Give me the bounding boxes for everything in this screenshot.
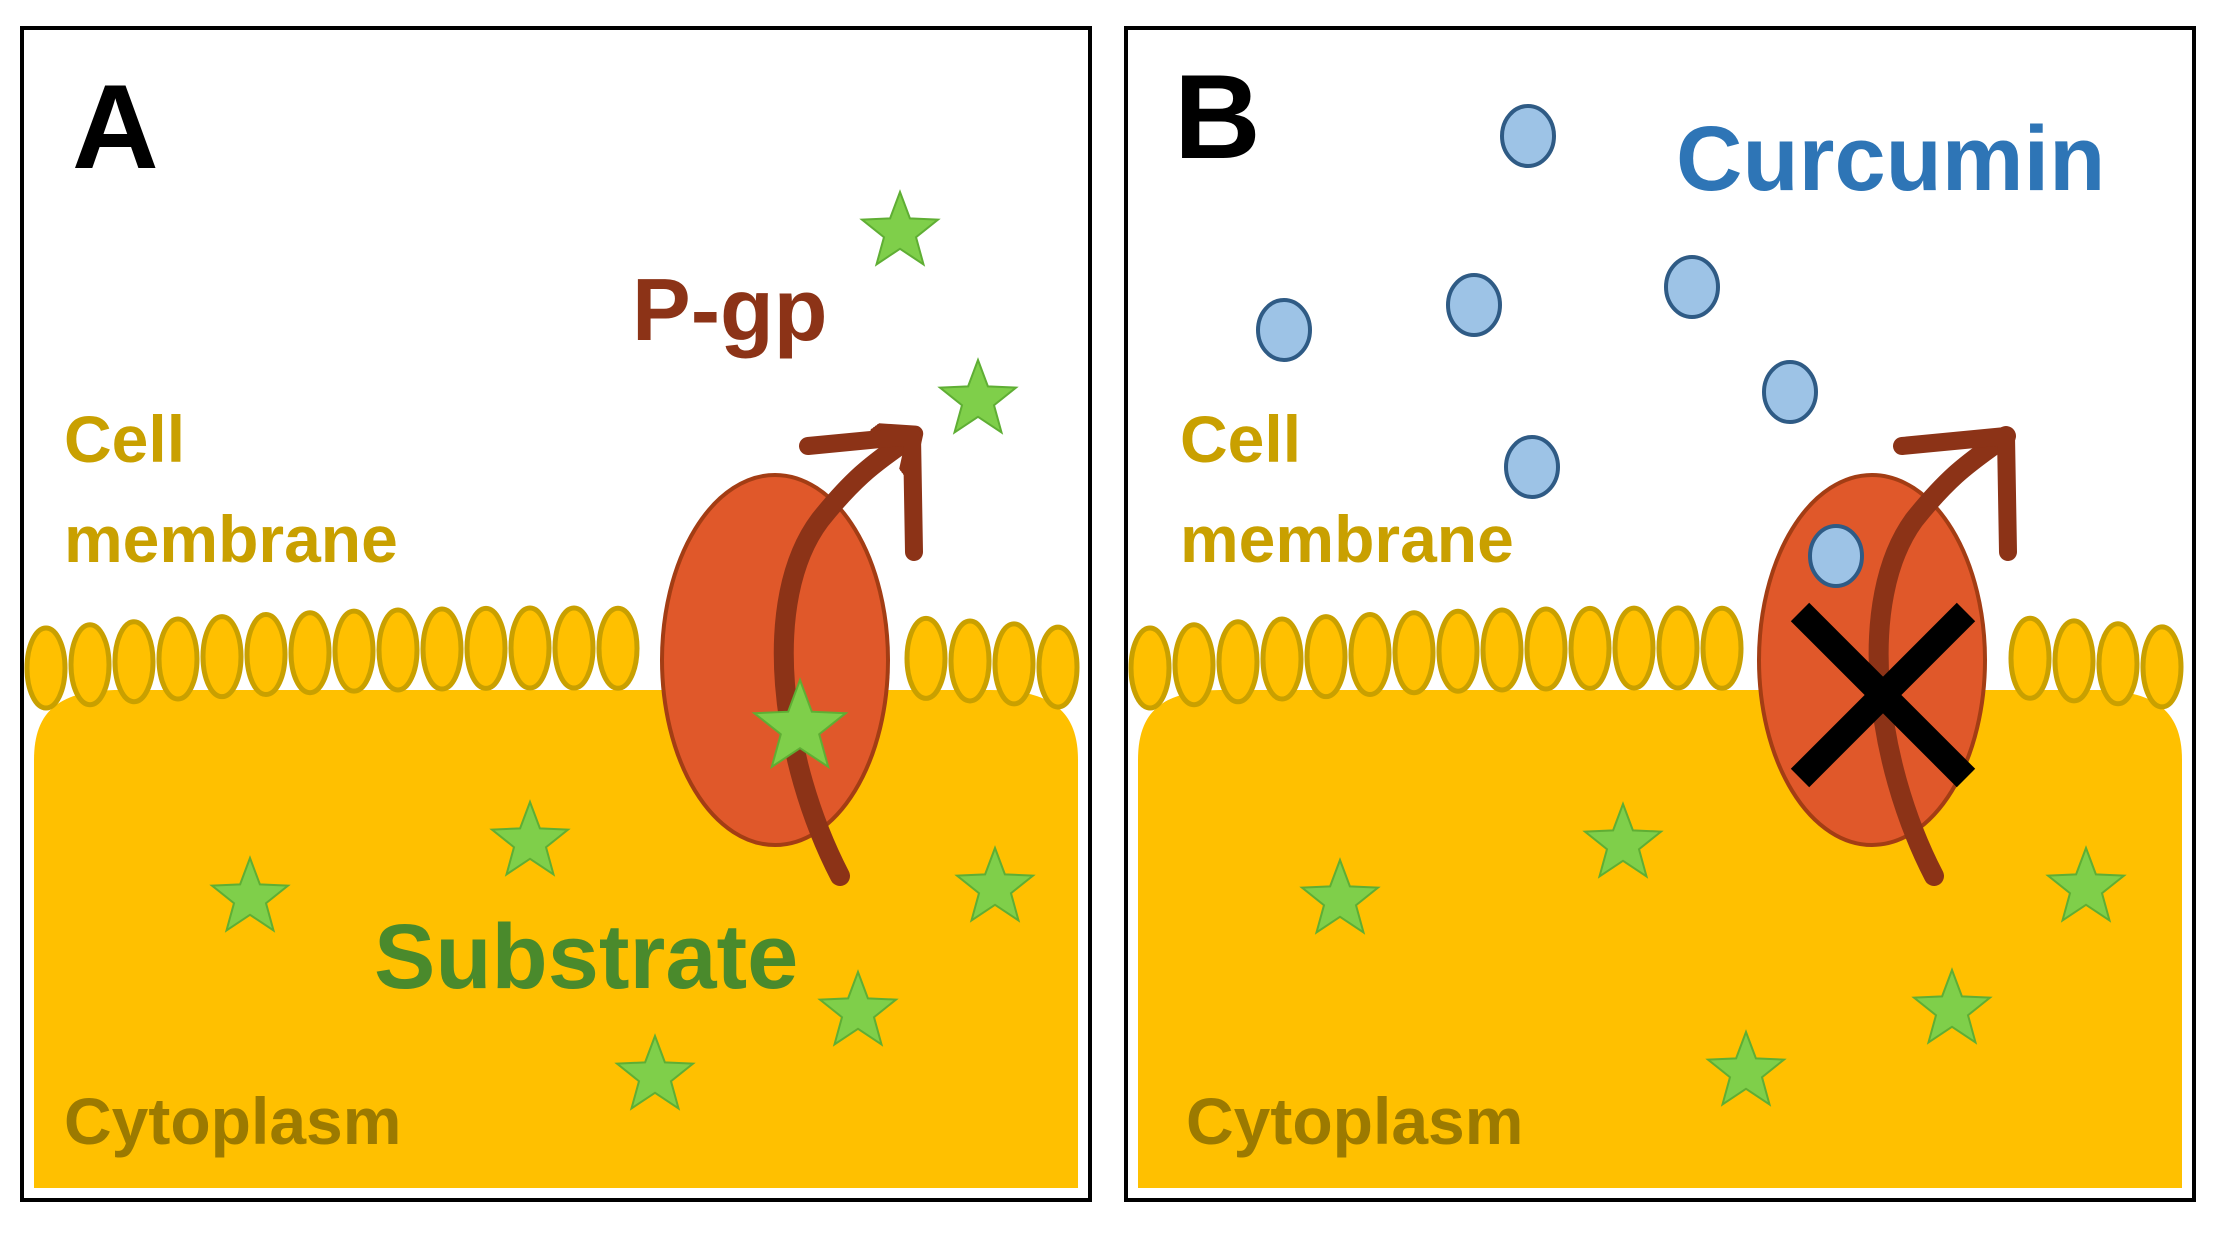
phospholipid-head — [1260, 616, 1304, 702]
cytoplasm-label: Cytoplasm — [64, 1084, 401, 1158]
phospholipid-head — [1348, 612, 1392, 698]
substrate-label: Substrate — [374, 906, 798, 1008]
substrate-star — [1299, 857, 1381, 935]
efflux-arrow — [773, 436, 912, 886]
membrane-label: membrane — [64, 502, 398, 576]
phospholipid-head — [1524, 606, 1568, 692]
phospholipid-head — [904, 615, 948, 701]
phospholipid-head — [992, 621, 1036, 707]
phospholipid-head — [244, 612, 288, 698]
phospholipid-head — [420, 606, 464, 692]
substrate-star — [489, 799, 571, 877]
efflux-arrow — [799, 427, 923, 561]
curcumin-circle — [1500, 104, 1556, 168]
substrate-molecules — [1299, 801, 2127, 1107]
substrate-star — [2045, 845, 2127, 923]
substrate-star — [614, 1033, 696, 1111]
phospholipid-head — [1304, 614, 1348, 700]
phospholipid-head — [1128, 625, 1172, 711]
phospholipid-head — [1656, 605, 1700, 691]
substrate-star — [1911, 967, 1993, 1045]
panel-a: A Cell membrane Cytoplasm P-gp Substrate — [20, 26, 1092, 1202]
substrate-star — [1582, 801, 1664, 879]
phospholipid-head — [2008, 615, 2052, 701]
phospholipid-head — [1172, 622, 1216, 708]
efflux-arrow — [1893, 427, 2017, 561]
phospholipid-head — [200, 614, 244, 700]
membrane-label: Cell — [1180, 402, 1301, 476]
phospholipid-head — [112, 619, 156, 705]
phospholipid-head — [2052, 618, 2096, 704]
phospholipid-head — [332, 608, 376, 694]
substrate-star — [209, 855, 291, 933]
curcumin-circle — [1504, 435, 1560, 499]
curcumin-circle — [1446, 273, 1502, 337]
phospholipid-heads — [1128, 605, 2184, 711]
substrate-star — [751, 677, 849, 770]
phospholipid-head — [1216, 619, 1260, 705]
substrate-star — [937, 357, 1019, 435]
phospholipid-head — [1436, 608, 1480, 694]
panel-letter: B — [1174, 50, 1261, 184]
substrate-star — [817, 969, 899, 1047]
inhibitor-label: Curcumin — [1676, 108, 2105, 210]
phospholipid-head — [1700, 605, 1744, 691]
transporter-label: P-gp — [632, 260, 828, 359]
phospholipid-head — [1036, 624, 1080, 710]
phospholipid-head — [596, 605, 640, 691]
membrane-label: membrane — [1180, 502, 1514, 576]
phospholipid-head — [508, 605, 552, 691]
panel-letter: A — [72, 60, 159, 194]
phospholipid-head — [2140, 624, 2184, 710]
cytoplasm-label: Cytoplasm — [1186, 1084, 1523, 1158]
phospholipid-head — [1612, 605, 1656, 691]
curcumin-circle — [1664, 255, 1720, 319]
membrane-label: Cell — [64, 402, 185, 476]
substrate-molecules — [209, 189, 1036, 1111]
curcumin-circle — [1256, 298, 1312, 362]
phospholipid-head — [1480, 607, 1524, 693]
phospholipid-head — [552, 605, 596, 691]
substrate-star — [1705, 1029, 1787, 1107]
curcumin-circle — [1808, 524, 1864, 588]
panel-b: B Cell membrane Cytoplasm Curcumin — [1124, 26, 2196, 1202]
substrate-star — [954, 845, 1036, 923]
curcumin-molecules — [1256, 104, 1864, 588]
substrate-star — [859, 189, 941, 267]
block-x-icon — [1790, 602, 1976, 788]
phospholipid-head — [1568, 605, 1612, 691]
phospholipid-head — [288, 610, 332, 696]
efflux-arrow — [1868, 426, 2016, 886]
phospholipid-head — [68, 622, 112, 708]
phospholipid-head — [376, 607, 420, 693]
curcumin-circle — [1762, 360, 1818, 424]
phospholipid-head — [2096, 621, 2140, 707]
phospholipid-head — [948, 618, 992, 704]
phospholipid-heads — [24, 605, 1080, 711]
phospholipid-head — [156, 616, 200, 702]
phospholipid-head — [464, 605, 508, 691]
phospholipid-head — [1392, 610, 1436, 696]
phospholipid-head — [24, 625, 68, 711]
